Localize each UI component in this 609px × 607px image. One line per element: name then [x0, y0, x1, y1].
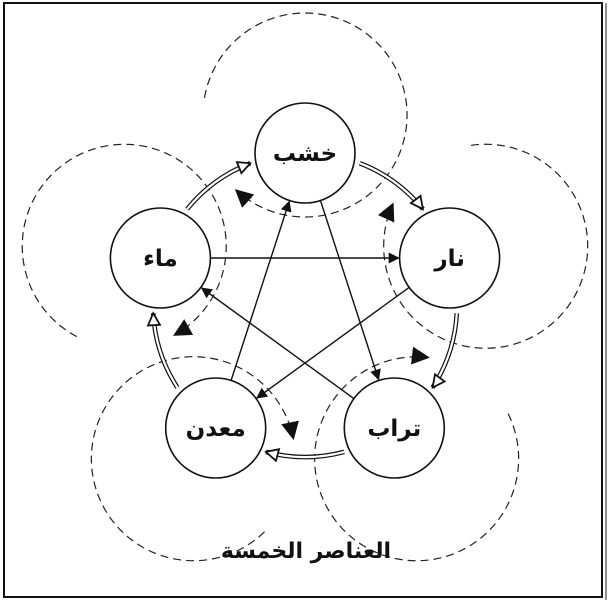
- dashed-loop-wood: [203, 12, 408, 218]
- controlling-arrow-wood-earth: [319, 200, 381, 381]
- element-circle-wood: [254, 102, 356, 204]
- controlling-cycle: [200, 200, 410, 400]
- element-label-metal: معدن: [186, 416, 246, 442]
- element-label-wood: خشب: [273, 141, 337, 167]
- element-node-water: ماء: [109, 207, 212, 309]
- element-label-earth: تراب: [367, 416, 421, 442]
- controlling-arrow-earth-water: [200, 287, 355, 400]
- element-node-wood: خشب: [254, 102, 356, 204]
- element-label-water: ماء: [143, 246, 178, 272]
- element-node-fire: نار: [398, 207, 501, 309]
- element-nodes: خشب نار تراب معدن ماء: [109, 102, 501, 479]
- controlling-arrow-fire-metal: [256, 286, 410, 399]
- element-circle-metal: [164, 377, 267, 479]
- dashed-loops: [21, 12, 589, 562]
- element-label-fire: نار: [433, 246, 465, 272]
- controlling-arrow-metal-wood: [230, 200, 292, 381]
- generating-cycle: [153, 161, 460, 457]
- dashed-loop-earth: [314, 346, 520, 562]
- diagram-frame: [3, 2, 603, 598]
- element-node-earth: تراب: [343, 377, 446, 479]
- element-circle-water: [109, 207, 212, 309]
- element-circle-fire: [398, 207, 501, 309]
- dashed-loop-fire: [377, 143, 589, 349]
- element-node-metal: معدن: [164, 377, 267, 479]
- dashed-loop-water: [21, 143, 227, 338]
- element-circle-earth: [343, 377, 446, 479]
- diagram-caption: العناصر الخمسة: [221, 539, 391, 564]
- dashed-loop-metal: [90, 356, 299, 562]
